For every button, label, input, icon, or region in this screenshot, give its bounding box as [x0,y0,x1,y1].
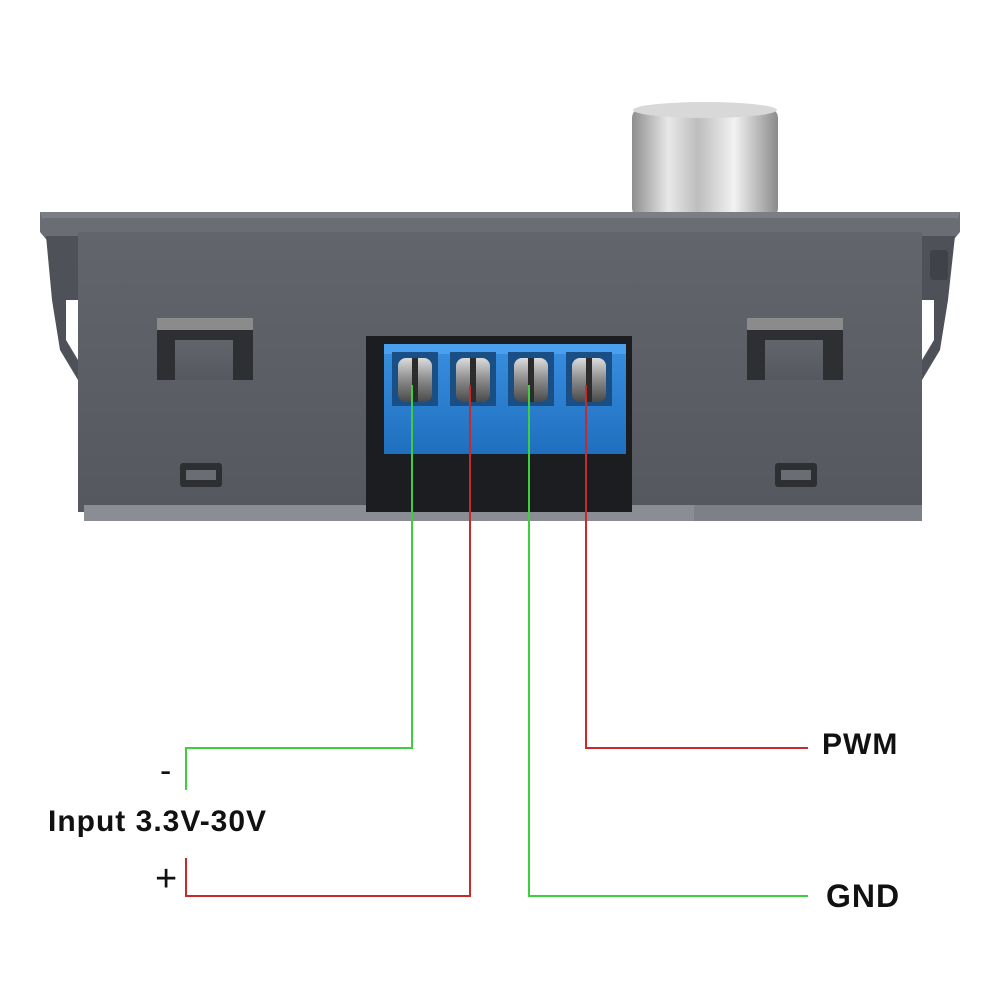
screw-terminal-2 [450,352,496,406]
left-vent-slot [157,318,253,487]
gnd-label: GND [826,878,901,914]
wire-gnd [528,385,808,897]
wire-input-negative [185,385,413,790]
input-negative-label: - [160,752,173,790]
left-mounting-clip [46,236,80,380]
right-vent-slot [747,318,843,487]
input-voltage-label: Input 3.3V-30V [48,805,268,838]
screw-terminal-4 [566,352,612,406]
screw-terminal-3 [508,352,554,406]
screw-terminal-1 [392,352,438,406]
right-mounting-clip [920,236,955,380]
wire-pwm [585,385,808,749]
wire-input-positive [185,385,471,897]
input-positive-label: + [155,858,179,900]
pwm-label: PWM [822,728,899,761]
rotary-knob [632,102,778,218]
